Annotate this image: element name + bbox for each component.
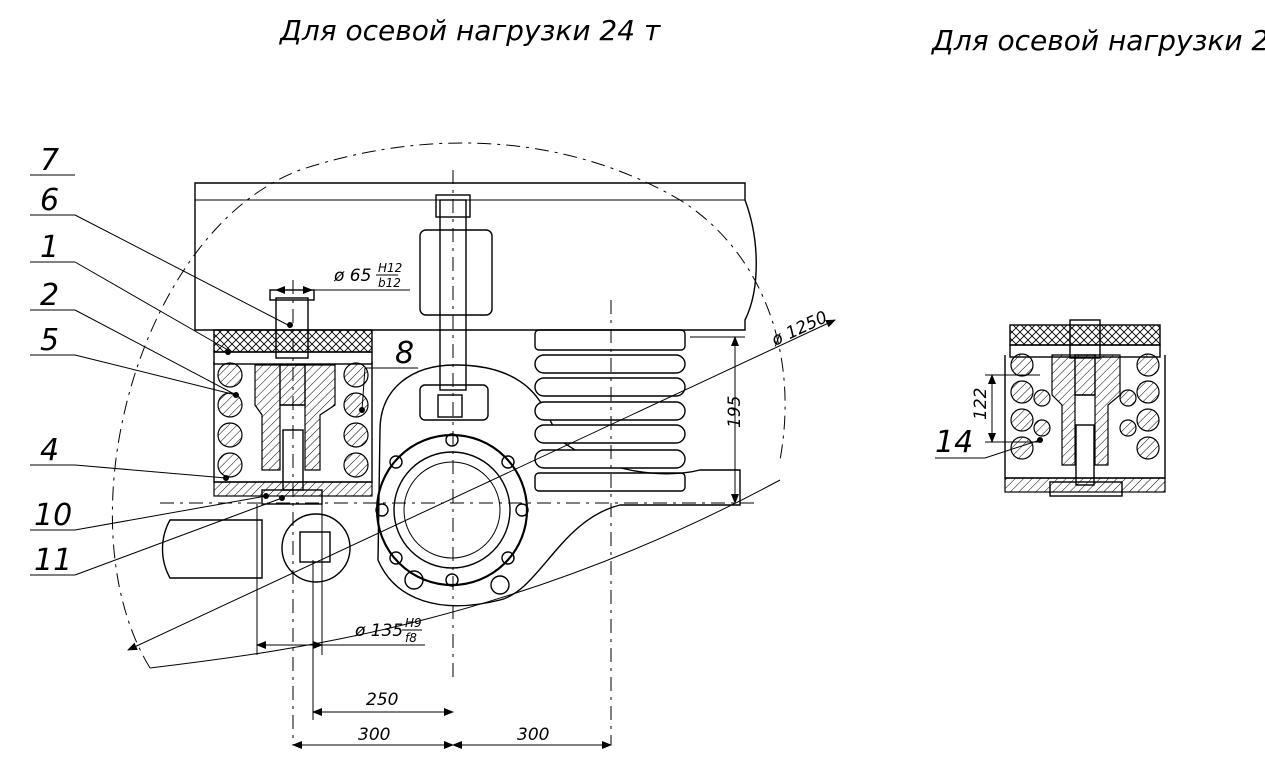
callout-1: 1: [40, 230, 59, 265]
detail-damper-cup: [1074, 354, 1096, 396]
dim-300-left-label: 300: [358, 725, 390, 745]
callout-8: 8: [395, 336, 414, 371]
detail-top-bolt: [1069, 319, 1101, 359]
right-coil-spring: [534, 329, 686, 492]
callout-leaders: [30, 174, 418, 576]
hanger-nut: [435, 194, 471, 218]
title-left: Для осевой нагрузки 24 т: [278, 14, 661, 47]
dim-135-bottom: f8: [405, 631, 417, 645]
dim-135-prefix: ø 135: [354, 621, 403, 641]
detail-damper-rod: [1075, 424, 1095, 486]
callout-6: 6: [40, 183, 59, 218]
dim-195-label: 195: [725, 396, 745, 428]
dim-135-top: H9: [405, 616, 422, 630]
axle-box-inner-ring: [393, 451, 511, 569]
callout-14: 14: [935, 425, 973, 460]
brake-pivot: [281, 513, 351, 583]
detail-damper-body: [1051, 354, 1121, 466]
axle-box-housing: [377, 364, 741, 607]
wheel-lower-contour: [149, 479, 781, 669]
dim-65-prefix: ø 65: [333, 266, 371, 286]
callout-11: 11: [34, 543, 72, 578]
axle-box-bearing: [403, 461, 501, 559]
dia-1250-leader: [127, 319, 836, 651]
dim-250-label: 250: [366, 690, 398, 710]
callout-5: 5: [40, 323, 59, 358]
detail-spring-base: [1004, 477, 1166, 493]
wheel-outline: [112, 142, 786, 669]
title-right: Для осевой нагрузки 25 т: [930, 24, 1265, 57]
bogie-frame: [194, 182, 757, 331]
dim-122-label: 122: [971, 388, 991, 420]
dim-65-top: H12: [378, 261, 402, 275]
callout-4: 4: [40, 433, 59, 468]
callout-10: 10: [34, 498, 72, 533]
brake-beam: [161, 519, 263, 579]
dim-1250-label: ø 1250: [768, 307, 831, 351]
callout-2: 2: [40, 278, 59, 313]
damper-body: [254, 364, 336, 471]
detail-elastic-pad: [1009, 324, 1161, 346]
detail-base-bolt: [1049, 481, 1123, 497]
detail-view-25t: 122 14: [935, 319, 1166, 497]
main-view: ø 65 H12 b12 ø 1250 195 ø 135 H9 f8 250 …: [30, 142, 836, 749]
dim-300-right-label: 300: [517, 725, 549, 745]
callout-7: 7: [40, 143, 59, 178]
hanger-lower-bolt: [437, 394, 463, 418]
dim-65-bottom: b12: [378, 276, 401, 290]
hanger-bracket: [419, 229, 493, 316]
